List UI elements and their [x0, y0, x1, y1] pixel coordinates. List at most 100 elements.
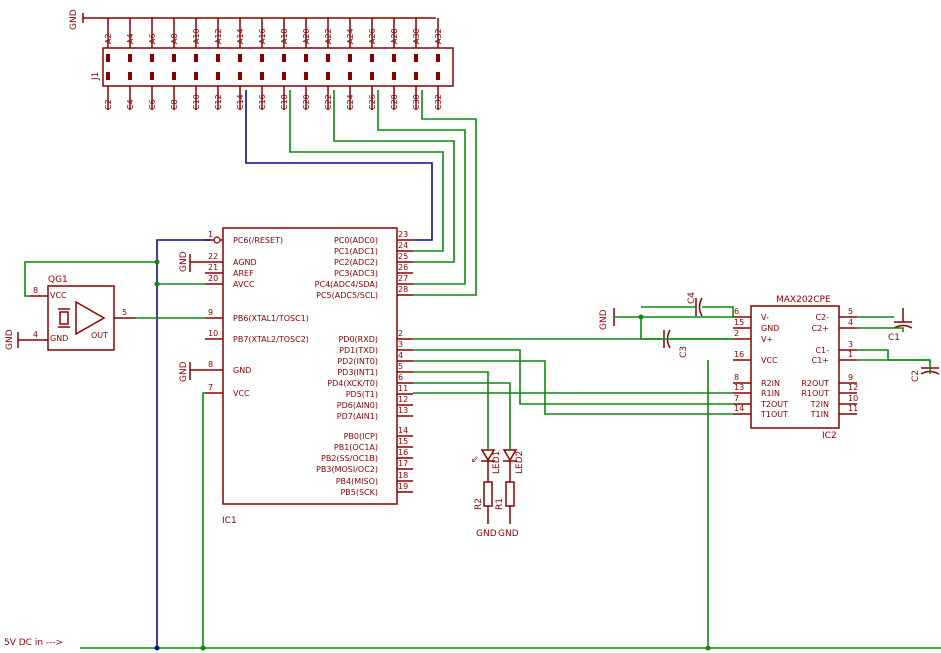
wire-c30-pc5 [413, 90, 477, 296]
ic2-label: IC2 [822, 431, 837, 441]
ic2-gnd-label: GND [599, 309, 609, 330]
ic1-pin-num: 3 [398, 340, 403, 349]
wire-c18-pc1 [289, 90, 444, 252]
c1-label: C1 [888, 333, 900, 343]
j1-pin-square [282, 72, 286, 80]
j1-pin-square [128, 54, 132, 62]
ic1-pin-num: 20 [208, 274, 218, 283]
ic2-pin-name: V- [761, 313, 769, 322]
j1-bottom-label: C4 [126, 99, 135, 110]
ic1-pin-name: PC2(ADC2) [334, 258, 378, 267]
j1-pin-square [216, 72, 220, 80]
j1-bottom-label: C24 [346, 94, 355, 110]
j1-pin-square [172, 54, 176, 62]
j1-bottom-label: C12 [214, 94, 223, 110]
ic2-pin-num: 15 [734, 318, 744, 327]
j1-pin-square [106, 72, 110, 80]
wire-c26-pc4 [377, 90, 466, 285]
ic1-pin-num: 18 [398, 471, 408, 480]
j1-pin-square [106, 54, 110, 62]
ic2-pin-name: T1IN [810, 410, 829, 419]
ic2-pin-num: 13 [734, 383, 744, 392]
ic2-pin-name: C1+ [812, 356, 829, 365]
wire-pd2-t1out [413, 360, 733, 415]
j1-bottom-label: C10 [192, 94, 201, 110]
ic1-pin-num: 8 [208, 360, 213, 369]
j1-top-label: A2 [104, 33, 113, 44]
j1-top-label: A4 [126, 33, 135, 44]
ic2-pin-name: R1IN [761, 389, 780, 398]
ic1-body [222, 227, 398, 505]
ic1-pin-num: 9 [208, 308, 213, 317]
j1-pin-square [238, 72, 242, 80]
j1-pin-square [194, 54, 198, 62]
wire-c1minus [857, 349, 930, 361]
j1-pin-square [370, 72, 374, 80]
gnd-led1: GND [476, 529, 497, 539]
ic2-pin-num: 12 [848, 383, 858, 392]
j1-bottom-label: C2 [104, 99, 113, 110]
ic1-pin-num: 10 [208, 329, 218, 338]
ic2-pin-num: 8 [734, 373, 739, 382]
j1-pin-square [282, 54, 286, 62]
ic2-pin-name: T2IN [810, 400, 829, 409]
ic2-pin-name: R1OUT [801, 389, 829, 398]
reset-bubble [213, 236, 221, 244]
oscillator-qg1: QG1 VCC GND OUT 8 4 GND 5 [5, 275, 136, 351]
wire-c3-left [640, 317, 664, 340]
j1-pin-square [194, 72, 198, 80]
ic1-pin-name: PD4(XCK/T0) [327, 379, 378, 388]
ic2-max202: MAX202CPE IC2 6V-15GND2V+16VCC8R2IN13R1I… [599, 295, 858, 441]
j1-pin-square [392, 54, 396, 62]
ic1-label: IC1 [222, 516, 237, 526]
ic1-pin-name: PC5(ADC5/SCL) [316, 291, 378, 300]
wire-reset-vcc [156, 239, 210, 648]
j1-top-label: A10 [192, 28, 201, 44]
j1-bottom-label: C22 [324, 94, 333, 110]
qg1-gnd: GND [50, 334, 68, 343]
ic1-pin-num: 6 [398, 373, 403, 382]
j1-pin-square [348, 54, 352, 62]
ic1-pin-num: 25 [398, 252, 408, 261]
ic1-pin-name: PB7(XTAL2/TOSC2) [233, 335, 309, 344]
ic1-pin-name: PD7(AIN1) [337, 412, 378, 421]
ic2-pin-num: 6 [734, 307, 739, 316]
ic1-atmega: IC1 1PC6(/RESET)22AGND21AREF20AVCC9PB6(X… [179, 227, 413, 526]
ic2-pin-num: 14 [734, 404, 744, 413]
ic2-pin-num: 5 [848, 307, 853, 316]
j1-pin-square [348, 72, 352, 80]
ic1-pin-name: PC4(ADC4/SDA) [315, 280, 378, 289]
j1-pin-square [172, 72, 176, 80]
qg1-out: OUT [91, 331, 108, 340]
c4-label: C4 [687, 292, 697, 304]
j1-bottom-label: C14 [236, 94, 245, 110]
ic1-pin-num: 12 [398, 395, 408, 404]
ic1-pin-num: 23 [398, 230, 408, 239]
ic1-pin-num: 22 [208, 252, 218, 261]
ic1-pin-name: PD1(TXD) [339, 346, 378, 355]
j1-top-label: A32 [434, 28, 443, 44]
ic2-pin-num: 11 [848, 404, 858, 413]
leds-resistors: LED1 LED2 ⇙ R2 R1 GND GND [471, 449, 525, 539]
ic2-pin-num: 2 [734, 329, 739, 338]
ic1-pin-num: 26 [398, 263, 408, 272]
wire-qg-vcc [24, 261, 157, 297]
ic1-pin-num: 24 [398, 241, 408, 250]
j1-pin-square [414, 54, 418, 62]
j1-pin-square [150, 54, 154, 62]
gnd-top-label: GND [69, 9, 79, 30]
ic1-left-pins: 1PC6(/RESET)22AGND21AREF20AVCC9PB6(XTAL1… [205, 230, 309, 398]
ic2-pin-name: GND [761, 324, 779, 333]
ic2-body [750, 305, 840, 429]
ic1-pin-name: PD5(T1) [346, 390, 378, 399]
wire-c4-right [702, 306, 734, 317]
j1-pin-square [436, 54, 440, 62]
j1-bottom-label: C6 [148, 99, 157, 110]
gnd-gnd-label: GND [179, 361, 189, 382]
j1-pin-square [414, 72, 418, 80]
ic2-pin-num: 1 [848, 350, 853, 359]
ic2-pin-name: V+ [761, 335, 773, 344]
ic2-part: MAX202CPE [776, 295, 831, 305]
